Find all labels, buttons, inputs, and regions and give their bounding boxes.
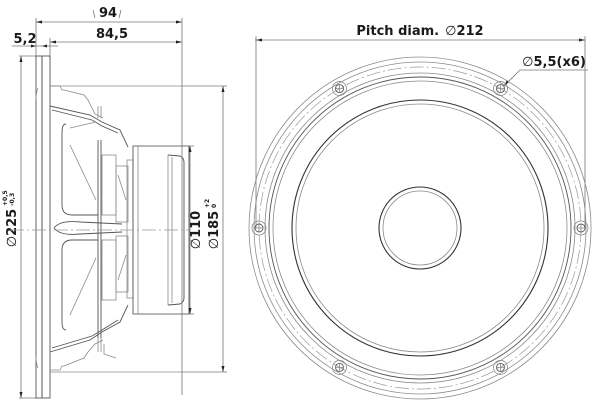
mounting-hole bbox=[332, 360, 347, 375]
flange-thickness-label: 5,2 bbox=[13, 32, 36, 47]
dim-overall-depth: 94 bbox=[35, 6, 183, 395]
basket bbox=[35, 85, 182, 373]
dim-outer-diameter: ∅225 +0,5 -0,3 bbox=[2, 55, 36, 399]
mounting-holes bbox=[251, 81, 589, 375]
dust-cap-inner bbox=[382, 190, 458, 266]
gasket-ring bbox=[268, 76, 572, 380]
outer-tol-lower: -0,3 bbox=[9, 193, 16, 206]
dim-pitch-diameter: Pitch diam.∅212 bbox=[255, 24, 586, 228]
pitch-value: 212 bbox=[456, 24, 483, 39]
svg-text:∅225: ∅225 bbox=[5, 209, 20, 247]
mounting-hole bbox=[493, 360, 508, 375]
surround-outer-ring bbox=[272, 80, 568, 376]
dim-depth-from-flange: 84,5 bbox=[49, 27, 182, 60]
cutout-tol-upper: +2 bbox=[204, 199, 211, 208]
front-view: Pitch diam.∅212 ∅5,5(x6) bbox=[248, 24, 592, 400]
flange-ring bbox=[253, 61, 587, 395]
svg-text:Pitch diam.∅212: Pitch diam. ∅212 bbox=[356, 24, 483, 39]
mounting-hole bbox=[573, 220, 589, 236]
outer-tol-upper: +0,5 bbox=[2, 190, 9, 206]
dim-cutout-diameter: ∅185 +2 0 bbox=[182, 85, 227, 373]
diameter-symbol: ∅ bbox=[522, 55, 533, 70]
diameter-symbol: ∅ bbox=[445, 24, 456, 39]
hole-callout-value: 5,5(x6) bbox=[533, 55, 585, 70]
mounting-hole bbox=[332, 81, 347, 96]
svg-text:∅110: ∅110 bbox=[189, 211, 204, 249]
mounting-hole bbox=[493, 81, 508, 96]
diameter-symbol: ∅ bbox=[207, 238, 222, 249]
front-rings bbox=[248, 56, 592, 400]
hole-callout: ∅5,5(x6) bbox=[503, 55, 588, 87]
gasket-ring-outer bbox=[264, 72, 576, 384]
dim-flange-thickness: 5,2 bbox=[12, 32, 58, 48]
diameter-symbol: ∅ bbox=[189, 238, 204, 249]
outer-diameter-value: 225 bbox=[5, 209, 20, 236]
outer-edge-ring bbox=[248, 56, 592, 400]
dim-magnet-diameter: ∅110 bbox=[133, 145, 204, 315]
cone-edge-ring bbox=[295, 103, 545, 353]
pitch-circle bbox=[258, 66, 582, 390]
flange bbox=[35, 55, 51, 399]
side-view: 94 84,5 5,2 bbox=[2, 6, 227, 399]
depth-from-flange-label: 84,5 bbox=[96, 27, 128, 42]
magnet-diameter-value: 110 bbox=[189, 211, 204, 238]
dust-cap-outer bbox=[378, 186, 462, 270]
cutout-tol-lower: 0 bbox=[211, 204, 218, 208]
pitch-label: Pitch diam. bbox=[356, 24, 439, 39]
overall-depth-label: 94 bbox=[99, 6, 117, 21]
surround-ring bbox=[291, 99, 549, 357]
cutout-diameter-value: 185 bbox=[207, 211, 222, 238]
diameter-symbol: ∅ bbox=[5, 236, 20, 247]
mounting-hole bbox=[251, 220, 267, 236]
svg-text:∅5,5(x6): ∅5,5(x6) bbox=[522, 55, 586, 70]
svg-text:∅185: ∅185 bbox=[207, 211, 222, 249]
